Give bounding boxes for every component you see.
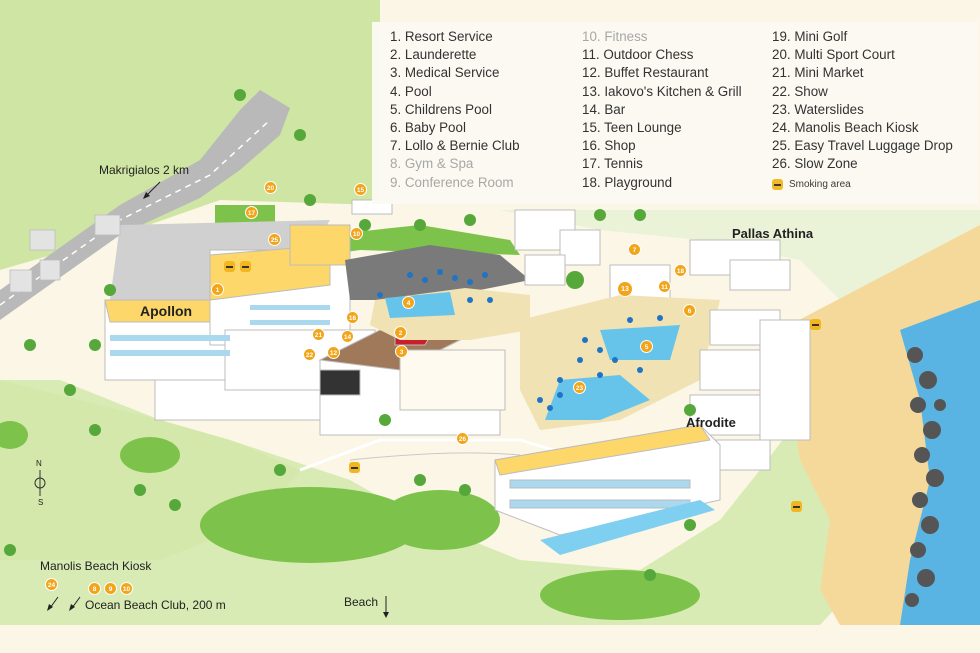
legend-item: 14. Bar: [582, 101, 626, 117]
pin-mini-market[interactable]: 21: [312, 328, 325, 341]
legend-item: 1. Resort Service: [390, 29, 493, 44]
smoking-label: Smoking area: [789, 179, 851, 191]
pin-show[interactable]: 22: [303, 348, 316, 361]
smoking-area-icon: [240, 261, 251, 272]
legend-item: 8. Gym & Spa: [390, 156, 474, 172]
pin-teen-lounge[interactable]: 15: [354, 183, 367, 196]
legend-item: 18. Playground: [582, 174, 673, 190]
pin-waterslides[interactable]: 23: [573, 381, 586, 394]
smoking-legend: Smoking area: [772, 179, 851, 190]
legend-panel: 1. Resort Service 2. Launderette 3. Medi…: [372, 22, 978, 204]
pin-manolis-beach-kiosk[interactable]: 24: [45, 578, 58, 591]
pin-buffet-restaurant[interactable]: 12: [327, 346, 340, 359]
legend-item: 26. Slow Zone: [772, 156, 858, 172]
legend-item: 20. Multi Sport Court: [772, 47, 895, 63]
legend-item: 16. Shop: [582, 138, 636, 154]
legend-item: 2. Launderette: [390, 47, 477, 63]
pin-shop[interactable]: 16: [346, 311, 359, 324]
legend-item: 11. Outdoor Chess: [582, 47, 694, 63]
pin-multi-sport-court[interactable]: 20: [264, 181, 277, 194]
smoking-area-icon: [810, 319, 821, 330]
legend-item: 23. Waterslides: [772, 101, 864, 117]
legend-column-3: 19. Mini Golf 20. Multi Sport Court 21. …: [772, 28, 953, 174]
pin-playground[interactable]: 18: [674, 264, 687, 277]
pallas-athina-label: Pallas Athina: [732, 226, 814, 241]
pin-luggage-drop[interactable]: 25: [268, 233, 281, 246]
legend-item: 15. Teen Lounge: [582, 120, 682, 136]
pin-baby-pool[interactable]: 6: [683, 304, 696, 317]
pin-pool[interactable]: 4: [402, 296, 415, 309]
legend-column-2: 10. Fitness 11. Outdoor Chess 12. Buffet…: [582, 28, 742, 192]
smoking-area-icon: [791, 501, 802, 512]
pin-slow-zone[interactable]: 26: [456, 432, 469, 445]
smoking-area-icon: [224, 261, 235, 272]
pin-gym-spa[interactable]: 8: [88, 582, 101, 595]
manolis-kiosk-label: Manolis Beach Kiosk: [40, 559, 152, 573]
pin-fitness-offsite[interactable]: 10: [120, 582, 133, 595]
beach-label: Beach: [344, 595, 379, 609]
pin-conference-room[interactable]: 9: [104, 582, 117, 595]
makrigialos-label: Makrigialos 2 km: [99, 163, 190, 177]
legend-item: 17. Tennis: [582, 156, 643, 172]
smoking-area-icon: [349, 462, 360, 473]
legend-item: 19. Mini Golf: [772, 29, 848, 44]
pin-medical-service[interactable]: 3: [395, 345, 408, 358]
pin-iakovos-kitchen[interactable]: 13: [617, 281, 633, 297]
pin-fitness[interactable]: 10: [350, 227, 363, 240]
pin-bar[interactable]: 14: [341, 330, 354, 343]
legend-item: 7. Lollo & Bernie Club: [390, 138, 520, 154]
pin-tennis[interactable]: 17: [245, 206, 258, 219]
legend-item: 13. Iakovo's Kitchen & Grill: [582, 83, 742, 99]
legend-item: 24. Manolis Beach Kiosk: [772, 120, 919, 136]
legend-item: 9. Conference Room: [390, 174, 514, 190]
legend-item: 10. Fitness: [582, 29, 648, 44]
smoking-icon: [772, 179, 783, 190]
pin-outdoor-chess[interactable]: 11: [658, 280, 671, 293]
apollon-label: Apollon: [140, 303, 193, 319]
afrodite-label: Afrodite: [686, 415, 736, 430]
ocean-beach-club-label: Ocean Beach Club, 200 m: [85, 598, 226, 612]
legend-item: 22. Show: [772, 83, 828, 99]
pin-resort-service[interactable]: 1: [211, 283, 224, 296]
legend-item: 6. Baby Pool: [390, 120, 466, 136]
legend-item: 25. Easy Travel Luggage Drop: [772, 138, 953, 154]
pin-lollo-bernie-club[interactable]: 7: [628, 243, 641, 256]
legend-item: 12. Buffet Restaurant: [582, 65, 709, 81]
pin-childrens-pool[interactable]: 5: [640, 340, 653, 353]
legend-column-1: 1. Resort Service 2. Launderette 3. Medi…: [390, 28, 520, 192]
legend-item: 21. Mini Market: [772, 65, 864, 81]
legend-item: 3. Medical Service: [390, 65, 500, 81]
compass-south: S: [38, 498, 44, 507]
legend-item: 4. Pool: [390, 83, 432, 99]
pin-launderette[interactable]: 2: [394, 326, 407, 339]
legend-item: 5. Childrens Pool: [390, 101, 492, 117]
compass-north: N: [36, 459, 42, 468]
